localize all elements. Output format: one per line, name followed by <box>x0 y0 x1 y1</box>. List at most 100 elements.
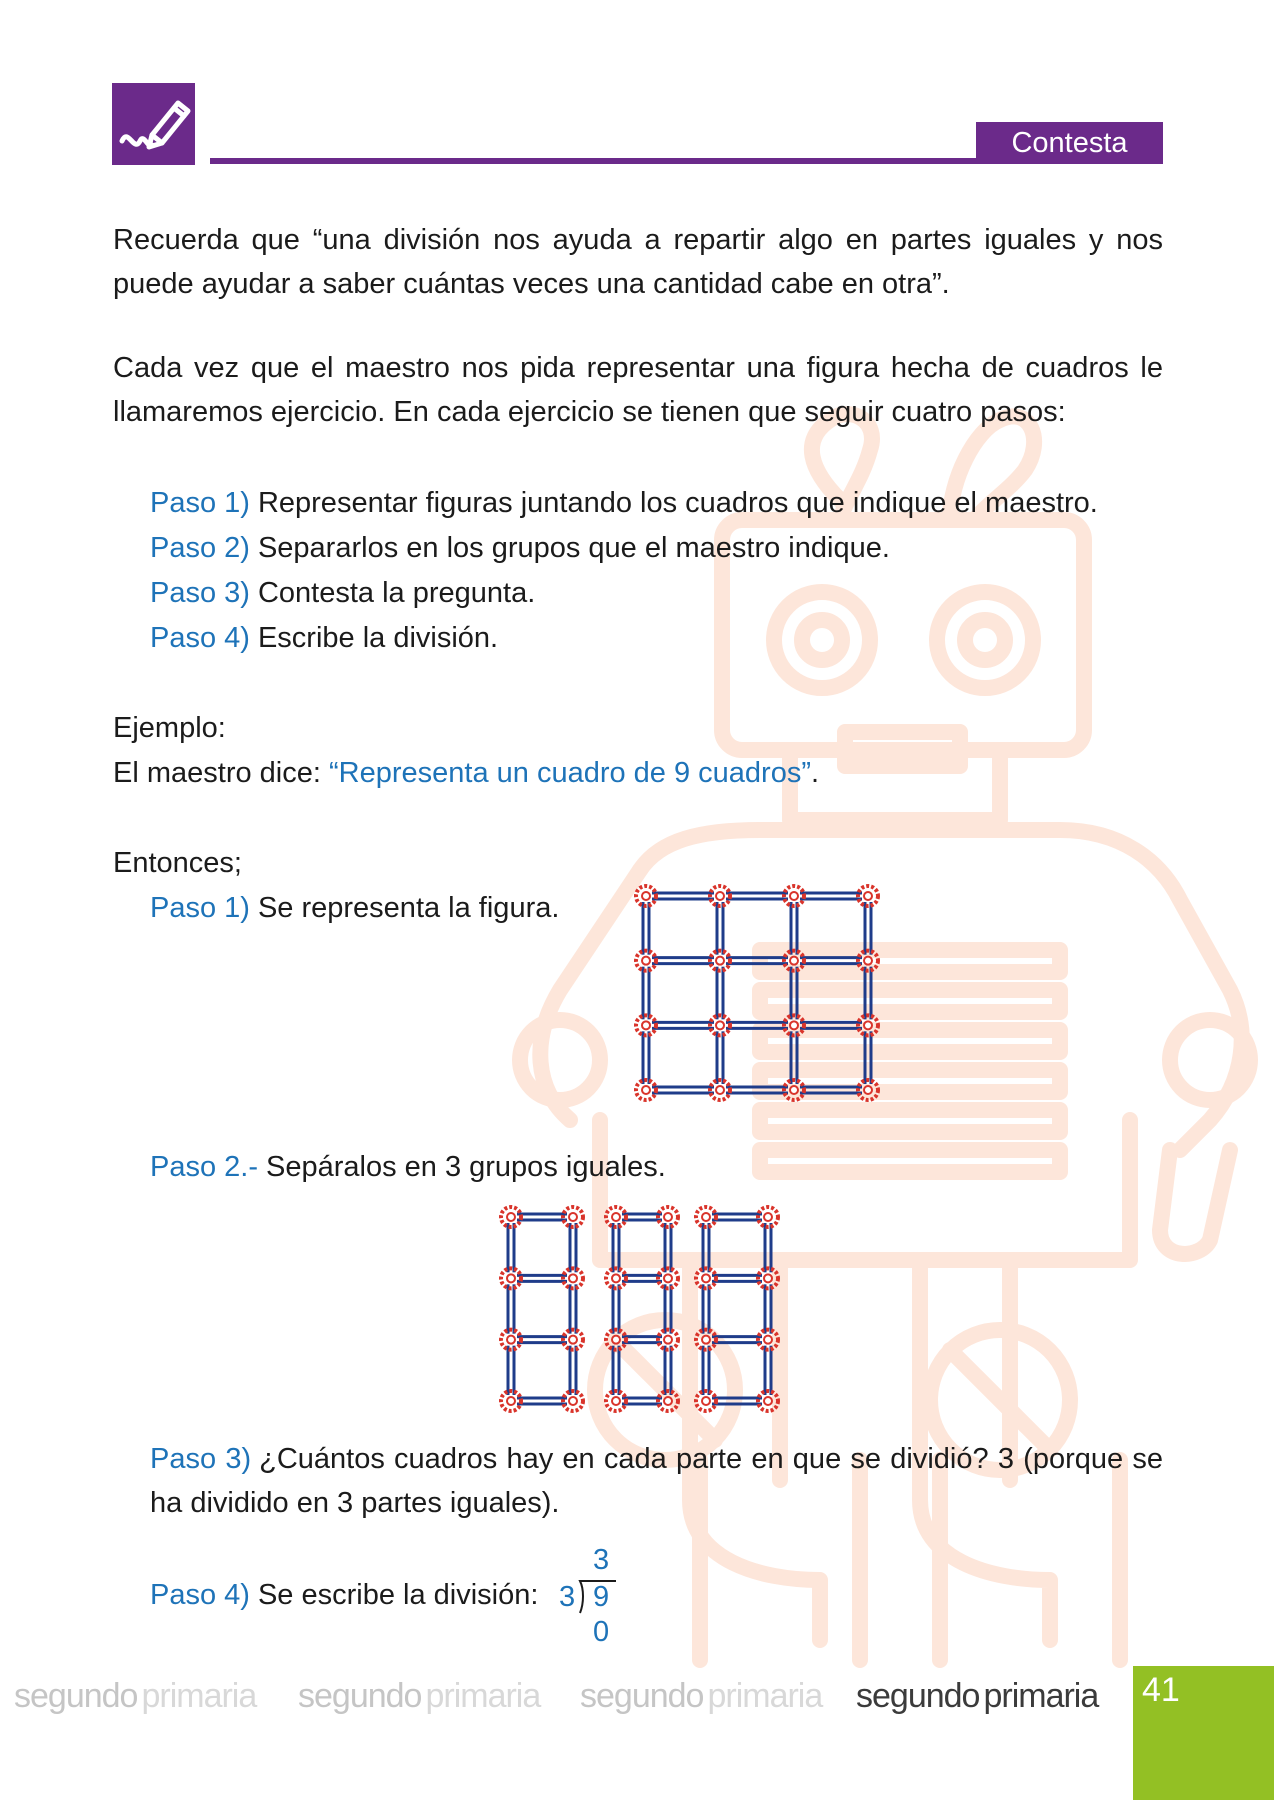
connector <box>604 1389 628 1413</box>
group-2-lattice <box>604 1205 680 1413</box>
connector <box>634 1013 658 1038</box>
connector <box>656 1327 680 1352</box>
connector-hub <box>506 1396 516 1406</box>
connector <box>694 1266 718 1291</box>
step-label: Paso 2) <box>150 532 250 564</box>
connector-hub <box>506 1273 516 1284</box>
step-text: Escribe la división. <box>257 622 499 654</box>
connector-hub <box>663 1334 673 1345</box>
step-text: Representar figuras juntando los cuadros… <box>257 487 1098 519</box>
division-divisor: 3 <box>559 1581 576 1613</box>
connector-hub <box>611 1273 621 1284</box>
step-text: Se escribe la división: <box>257 1579 539 1611</box>
connector-hub <box>863 955 873 966</box>
connector-hub <box>763 1212 773 1222</box>
connector <box>561 1327 585 1352</box>
connector <box>694 1205 718 1229</box>
connector <box>656 1205 680 1229</box>
connector-hub <box>763 1273 773 1284</box>
step-text: Se representa la figura. <box>257 892 560 924</box>
page-number: 41 <box>1142 1671 1180 1709</box>
teacher-says: El maestro dice: “Representa un cuadro d… <box>113 751 819 795</box>
example-step-3: Paso 3)¿Cuántos cuadros hay en cada part… <box>150 1437 1163 1525</box>
division-dividend: 9 <box>593 1581 610 1613</box>
connector <box>708 884 732 908</box>
division-remainder: 0 <box>593 1616 610 1648</box>
example-step-4: Paso 4)Se escribe la división: <box>150 1573 538 1617</box>
connector-hub <box>506 1334 516 1345</box>
teacher-prefix: El maestro dice: <box>113 757 329 789</box>
connector-hub <box>663 1212 673 1222</box>
grid-3x3-figure <box>634 884 880 1102</box>
connector <box>782 1013 806 1038</box>
connector <box>694 1327 718 1352</box>
connector <box>561 1205 585 1229</box>
then-label: Entonces; <box>113 847 242 879</box>
connector <box>561 1389 585 1413</box>
step-label: Paso 4) <box>150 622 250 654</box>
connector-hub <box>789 891 799 901</box>
connector-hub <box>701 1212 711 1222</box>
connector-hub <box>663 1273 673 1284</box>
group-2-figure <box>604 1205 680 1413</box>
example-step-1: Paso 1)Se representa la figura. <box>150 886 559 930</box>
page-number-box <box>1133 1666 1274 1800</box>
connector <box>708 948 732 973</box>
connector <box>756 1389 780 1413</box>
group-3-lattice <box>694 1205 780 1413</box>
connector <box>708 1078 732 1102</box>
connector-hub <box>789 1085 799 1095</box>
connector <box>856 948 880 973</box>
connector-hub <box>715 1020 725 1031</box>
connector-hub <box>863 1020 873 1031</box>
intro-paragraph-2: Cada vez que el maestro nos pida represe… <box>113 352 1163 428</box>
step-1: Paso 1)Representar figuras juntando los … <box>150 481 1098 525</box>
connector-hub <box>641 1085 651 1095</box>
connector-hub <box>863 891 873 901</box>
connector-hub <box>715 955 725 966</box>
step-label: Paso 4) <box>150 1579 250 1611</box>
teacher-suffix: . <box>811 757 820 789</box>
intro-paragraph-1: Recuerda que “una división nos ayuda a r… <box>113 224 1163 300</box>
step-label: Paso 3) <box>150 1443 252 1475</box>
connector <box>499 1205 523 1229</box>
step-text: Contesta la pregunta. <box>257 577 536 609</box>
connector <box>499 1389 523 1413</box>
connector-hub <box>663 1396 673 1406</box>
connector-hub <box>611 1334 621 1345</box>
connector <box>708 1013 732 1038</box>
connector <box>499 1327 523 1352</box>
teacher-quote: “Representa un cuadro de 9 cuadros” <box>328 757 811 789</box>
footer-word-b: primaria <box>425 1677 541 1715</box>
connector <box>856 1013 880 1038</box>
connector-hub <box>701 1334 711 1345</box>
connector-hub <box>568 1273 578 1284</box>
connector <box>756 1266 780 1291</box>
step-2: Paso 2)Separarlos en los grupos que el m… <box>150 526 890 570</box>
step-text: Separarlos en los grupos que el maestro … <box>257 532 890 564</box>
group-1-figure <box>499 1205 585 1413</box>
connector-hub <box>715 1085 725 1095</box>
connector-hub <box>763 1334 773 1345</box>
connector <box>656 1389 680 1413</box>
step-text: ¿Cuántos cuadros hay en cada parte en qu… <box>150 1443 1163 1519</box>
grid-3x3-lattice <box>634 884 880 1102</box>
connector <box>634 1078 658 1102</box>
pencil-icon <box>119 100 191 150</box>
step-3: Paso 3)Contesta la pregunta. <box>150 571 535 615</box>
footer-word-b: primaria <box>141 1677 257 1715</box>
step-label: Paso 1) <box>150 892 250 924</box>
connector <box>694 1389 718 1413</box>
step-text: Sepáralos en 3 grupos iguales. <box>266 1151 666 1183</box>
connector <box>782 948 806 973</box>
connector-hub <box>568 1334 578 1345</box>
step-4: Paso 4)Escribe la división. <box>150 616 498 660</box>
connector-hub <box>568 1212 578 1222</box>
footer-word-a: segundo <box>298 1677 422 1715</box>
connector <box>856 1078 880 1102</box>
connector-hub <box>611 1212 621 1222</box>
connector-hub <box>641 1020 651 1031</box>
connector-hub <box>611 1396 621 1406</box>
